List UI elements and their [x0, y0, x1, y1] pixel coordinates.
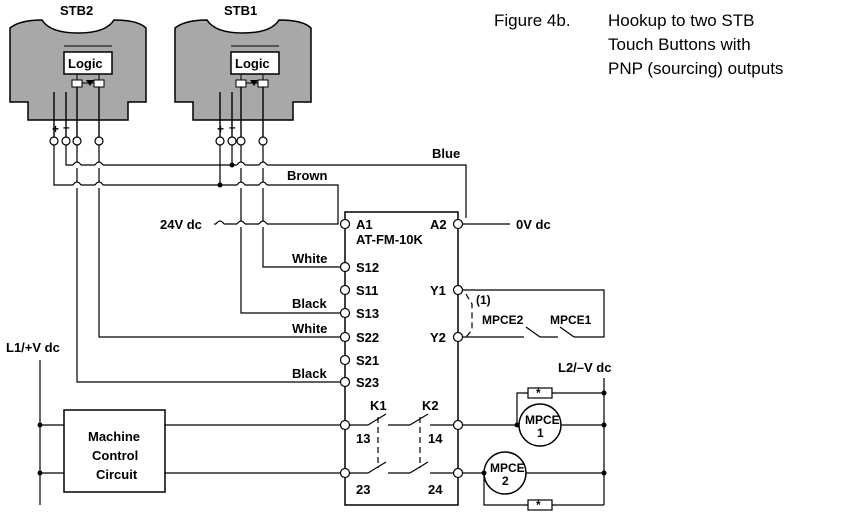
terminal-a2-label: A2 [430, 217, 447, 232]
machine-control-line-3: Circuit [96, 467, 138, 482]
module-name: AT-FM-10K [356, 232, 424, 247]
stb1-minus-label: – [229, 120, 236, 134]
wire-label-white-1: White [292, 251, 327, 266]
l2-supply-label: L2/–V dc [558, 360, 611, 375]
wire-crossing-arcs [72, 161, 268, 225]
wire-label-blue: Blue [432, 146, 460, 161]
output-circuit [462, 378, 607, 511]
stb1-label: STB1 [224, 3, 257, 18]
terminal-y1-label: Y1 [430, 283, 446, 298]
safety-module [344, 211, 459, 506]
stb2-minus-label: – [63, 120, 70, 134]
stb1-plus-label: + [217, 122, 224, 136]
stb2-touch-button [9, 19, 147, 138]
stb2-label: STB2 [60, 3, 93, 18]
stb2-logic-box [63, 51, 113, 75]
stb1-touch-button [174, 19, 312, 138]
terminal-13-label: 13 [356, 431, 370, 446]
figure-number: Figure 4b. [494, 11, 571, 30]
suppressor-2-label: * [536, 498, 541, 512]
stb2-logic-label: Logic [68, 56, 103, 71]
terminal-y2-label: Y2 [430, 330, 446, 345]
terminal-14-label: 14 [428, 431, 443, 446]
wire-label-white-2: White [292, 321, 327, 336]
mpce2-coil-number: 2 [502, 474, 509, 488]
mpce1-coil-number: 1 [537, 426, 544, 440]
mpce1-coil-label: MPCE [525, 413, 560, 427]
feedback-loop [462, 289, 605, 338]
l1-supply-label: L1/+V dc [6, 340, 60, 355]
contact-k2-label: K2 [422, 398, 439, 413]
stb1-logic-box [230, 51, 280, 75]
machine-control-line-2: Control [92, 448, 138, 463]
module-terminals [339, 218, 464, 479]
terminal-s22-label: S22 [356, 330, 379, 345]
terminal-a1-label: A1 [356, 217, 373, 232]
mpce1-contact-label: MPCE1 [550, 313, 592, 327]
suppressor-1-label: * [536, 386, 541, 400]
wire-crossings [73, 162, 267, 227]
mpce2-coil-label: MPCE [490, 461, 525, 475]
note-1-label: (1) [476, 293, 491, 307]
terminal-s23-label: S23 [356, 375, 379, 390]
machine-control-box [63, 409, 166, 493]
terminal-s12-label: S12 [356, 260, 379, 275]
terminal-24-label: 24 [428, 482, 443, 497]
stb1-logic-label: Logic [235, 56, 270, 71]
terminal-23-label: 23 [356, 482, 370, 497]
l1-rail [37, 360, 341, 505]
supply-0v-label: 0V dc [516, 217, 551, 232]
wire-label-brown: Brown [287, 168, 328, 183]
terminal-s11-label: S11 [356, 283, 378, 298]
figure-title-line-1: Hookup to two STB [608, 11, 754, 30]
supply-24v-label: 24V dc [160, 217, 202, 232]
mpce2-contact-label: MPCE2 [482, 313, 524, 327]
terminal-s13-label: S13 [356, 306, 379, 321]
figure-title-line-2: Touch Buttons with [608, 35, 751, 54]
figure-title-line-3: PNP (sourcing) outputs [608, 59, 783, 78]
stb-terminals [49, 136, 268, 146]
machine-control-line-1: Machine [88, 429, 140, 444]
suppressor-1 [527, 387, 553, 399]
wire-label-black-1: Black [292, 296, 327, 311]
internal-contacts [350, 413, 453, 474]
contact-k1-label: K1 [370, 398, 387, 413]
wire-label-black-2: Black [292, 366, 327, 381]
suppressor-2 [527, 499, 553, 511]
terminal-s21-label: S21 [356, 353, 379, 368]
stb2-plus-label: + [52, 122, 59, 136]
